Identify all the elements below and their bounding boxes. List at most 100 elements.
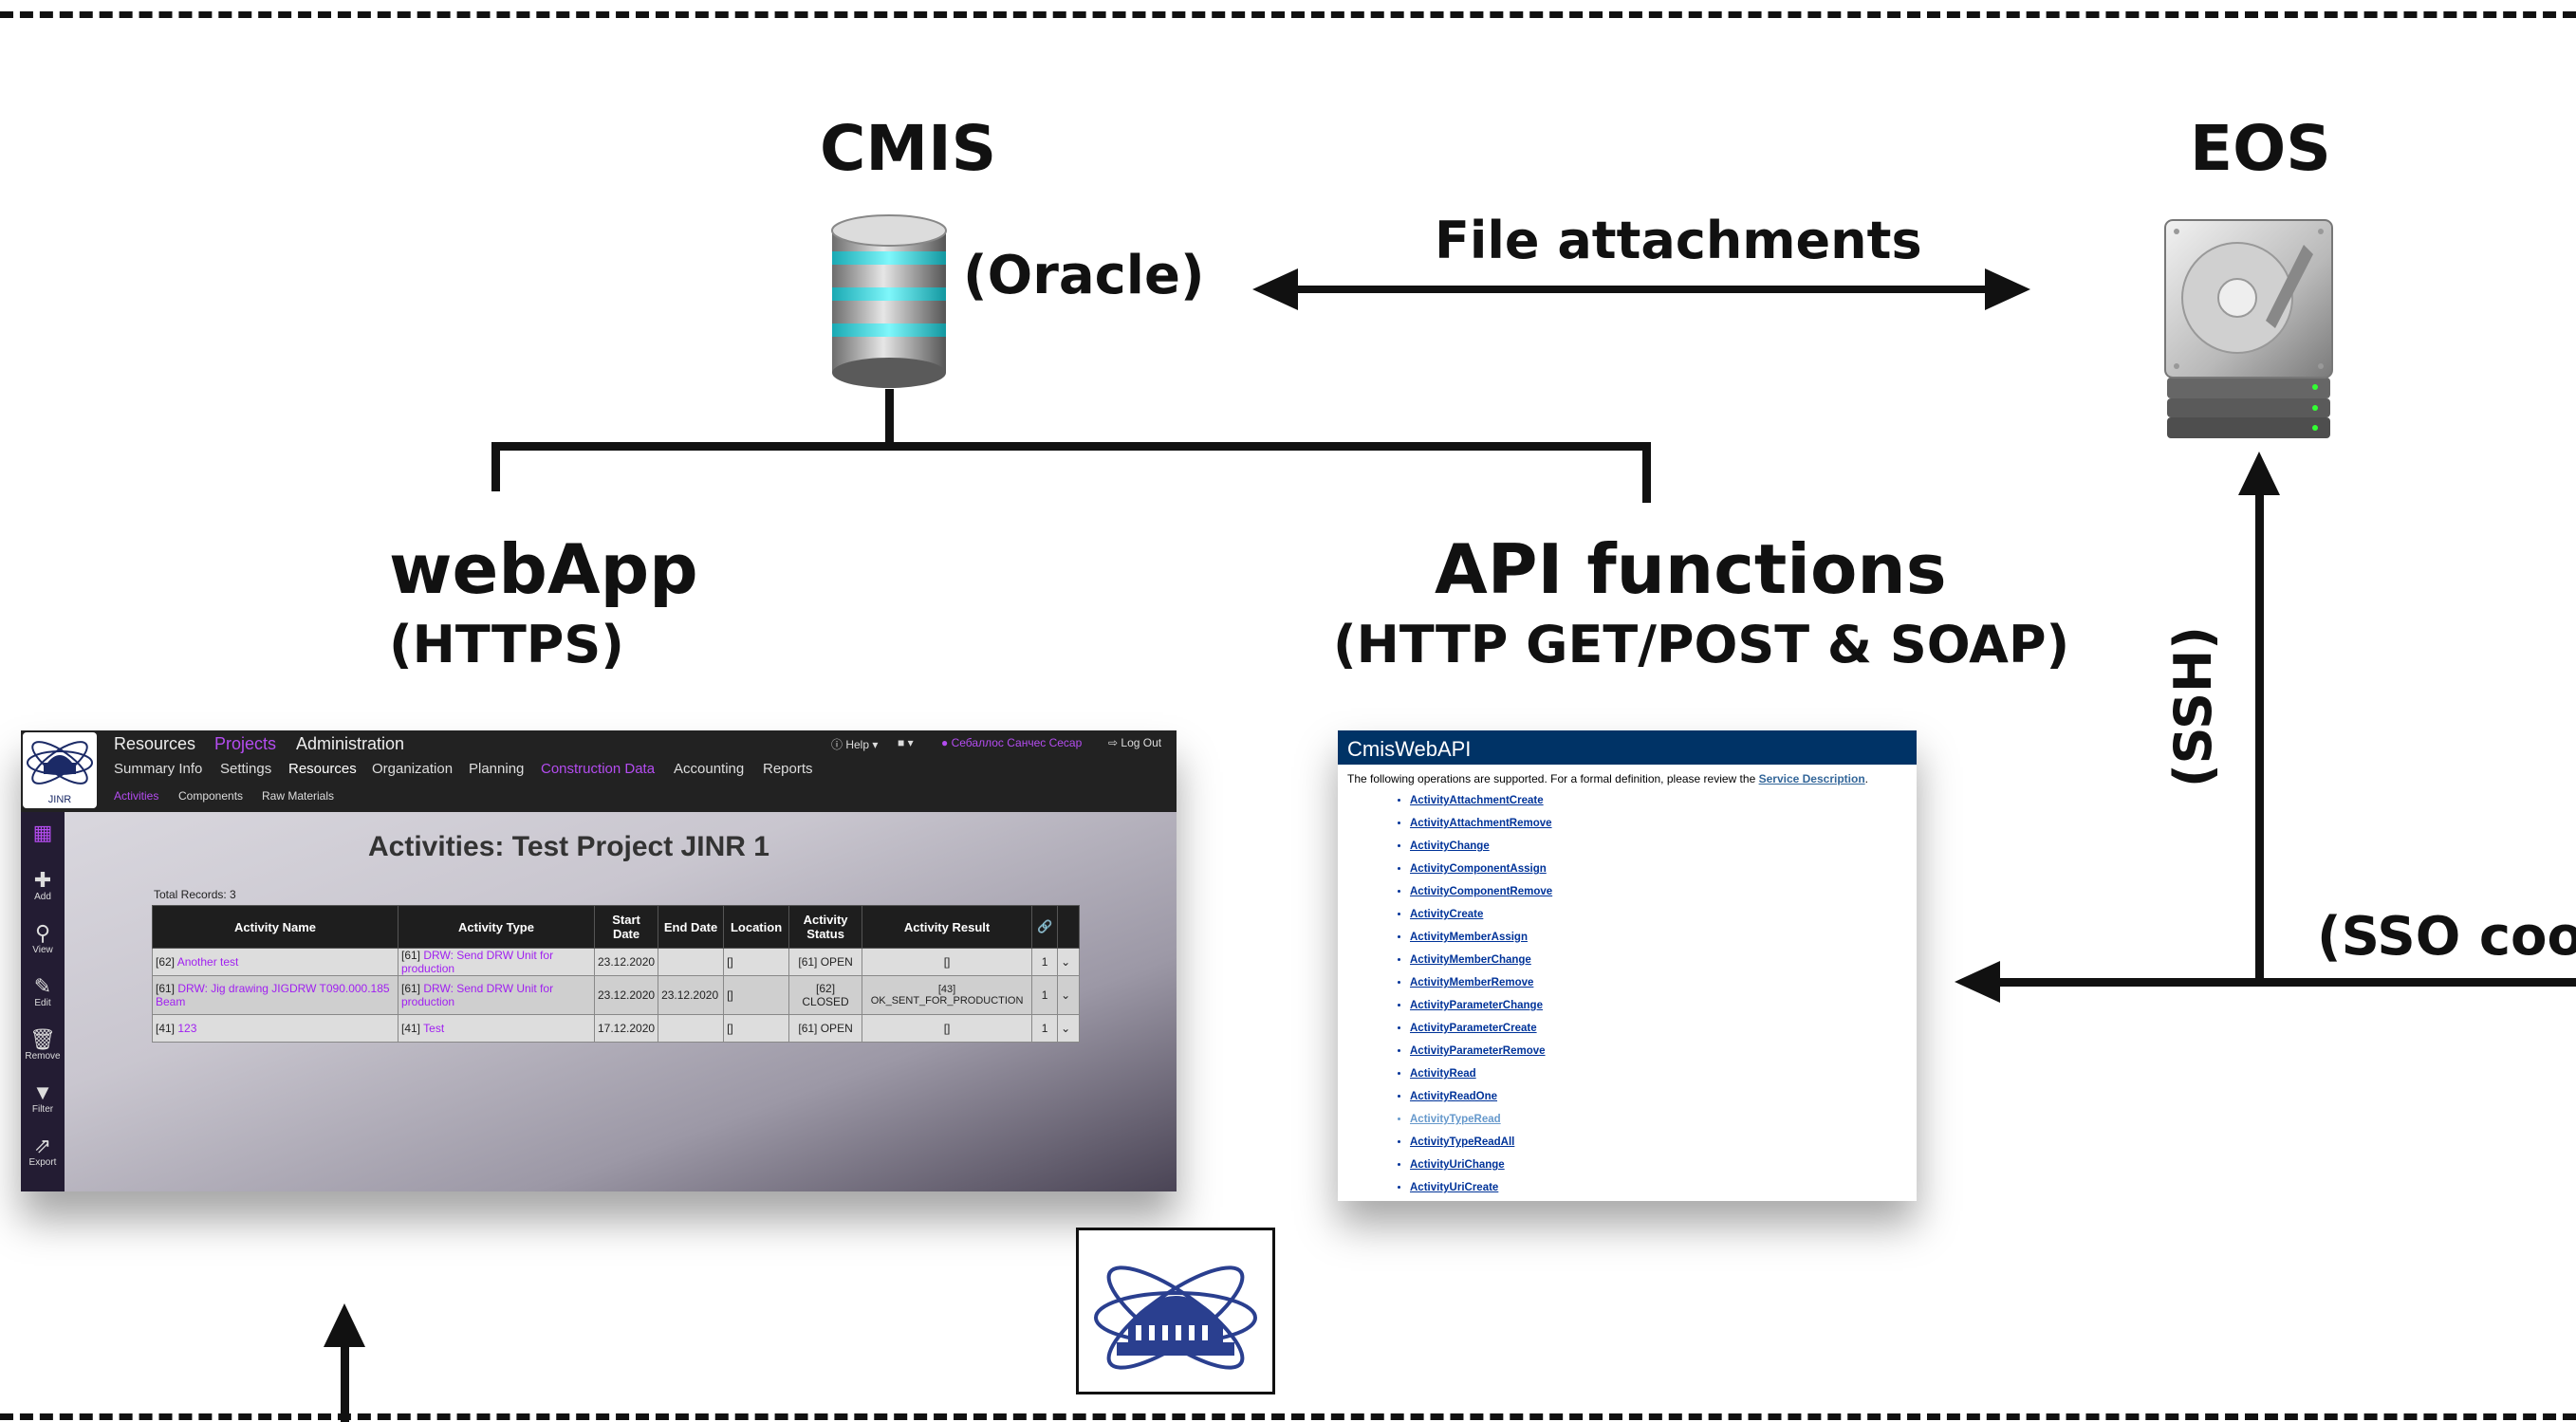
- api-title: API functions: [1435, 529, 1947, 609]
- row-result: []: [862, 1014, 1033, 1043]
- view-button[interactable]: ⚲View: [21, 922, 65, 956]
- api-operation-link[interactable]: ActivityUriChange: [1410, 1154, 1917, 1176]
- nav-summary-info[interactable]: Summary Info: [114, 761, 203, 777]
- api-header: CmisWebAPI: [1338, 730, 1917, 765]
- api-operation-link[interactable]: ActivityRead: [1410, 1062, 1917, 1085]
- api-operation-link[interactable]: ActivityChange: [1410, 835, 1917, 858]
- jinr-logo-text: JINR: [47, 794, 72, 805]
- row-id: [41]: [156, 1022, 176, 1035]
- api-operation-link[interactable]: ActivityMemberRemove: [1410, 971, 1917, 994]
- api-operation-link[interactable]: ActivityTypeReadAll: [1410, 1131, 1917, 1154]
- api-operation-link[interactable]: ActivityParameterRemove: [1410, 1040, 1917, 1062]
- row-result: [43] OK_SENT_FOR_PRODUCTION: [862, 975, 1033, 1015]
- file-attachments-label: File attachments: [1435, 211, 1922, 270]
- nav-components[interactable]: Components: [178, 789, 244, 803]
- edit-label: Edit: [34, 998, 51, 1008]
- chevron-down-icon[interactable]: ⌄: [1057, 1014, 1081, 1043]
- file-attachments-arrow: [1252, 268, 2030, 310]
- jinr-logo-box: [1076, 1228, 1275, 1394]
- bottom-dashed-border: [0, 1413, 2576, 1420]
- remove-label: Remove: [25, 1051, 61, 1062]
- api-operation-link[interactable]: ActivityParameterChange: [1410, 994, 1917, 1017]
- row-id: [61]: [156, 982, 176, 995]
- view-label: View: [32, 945, 53, 955]
- ssh-label: (SSH): [2163, 626, 2223, 787]
- col-location[interactable]: Location: [723, 905, 790, 949]
- row-count: 1: [1031, 975, 1059, 1015]
- edit-button[interactable]: ✎Edit: [21, 974, 65, 1009]
- add-button[interactable]: ✚Add: [21, 869, 65, 903]
- row-name-link[interactable]: 123: [177, 1022, 197, 1035]
- api-operation-link[interactable]: ActivityMemberAssign: [1410, 926, 1917, 949]
- webapp-sidebar: ▦ ✚Add ⚲View ✎Edit 🗑Remove ▼Filter ⇗Expo…: [21, 812, 65, 1191]
- nav-reports[interactable]: Reports: [763, 761, 813, 777]
- row-type-link[interactable]: DRW: Send DRW Unit for production: [401, 982, 554, 1008]
- col-activity-name[interactable]: Activity Name: [152, 905, 398, 949]
- add-label: Add: [34, 892, 51, 902]
- logout-link[interactable]: ⇨ Log Out: [1108, 736, 1162, 749]
- nav-settings[interactable]: Settings: [220, 761, 272, 777]
- api-operation-link[interactable]: ActivityTypeRead: [1410, 1108, 1917, 1131]
- table-row[interactable]: [62] Another test [61] DRW: Send DRW Uni…: [152, 948, 1081, 976]
- nav-resources-sub[interactable]: Resources: [288, 761, 357, 777]
- oracle-label: (Oracle): [963, 245, 1205, 306]
- ssh-arrow: [2238, 452, 2280, 983]
- col-activity-result[interactable]: Activity Result: [862, 905, 1033, 949]
- nav-construction-data[interactable]: Construction Data: [541, 761, 656, 777]
- language-flag-icon[interactable]: ■ ▾: [898, 736, 914, 749]
- help-menu[interactable]: ⓘ Help ▾: [831, 738, 879, 751]
- api-operation-link[interactable]: ActivityParameterCreate: [1410, 1017, 1917, 1040]
- api-intro-text: The following operations are supported. …: [1347, 772, 1756, 785]
- row-status: [61] OPEN: [788, 1014, 863, 1043]
- col-expand: [1057, 905, 1081, 949]
- nav-organization[interactable]: Organization: [372, 761, 454, 777]
- chevron-down-icon[interactable]: ⌄: [1057, 975, 1081, 1015]
- export-button[interactable]: ⇗Export: [21, 1135, 65, 1169]
- col-start-date[interactable]: Start Date: [593, 905, 659, 949]
- col-end-date[interactable]: End Date: [658, 905, 725, 949]
- user-menu[interactable]: ● Себаллос Санчес Сесар: [941, 736, 1083, 749]
- row-end: [658, 1014, 725, 1043]
- connector-drop-api: [1642, 442, 1651, 503]
- activities-table: Activity Name Activity Type Start Date E…: [152, 905, 1081, 1043]
- api-operation-link[interactable]: ActivityAttachmentCreate: [1410, 789, 1917, 812]
- row-type-link[interactable]: DRW: Send DRW Unit for production: [401, 949, 554, 975]
- nav-activities[interactable]: Activities: [114, 789, 159, 803]
- row-result: []: [862, 948, 1033, 976]
- table-row[interactable]: [41] 123 [41] Test 17.12.2020 [] [61] OP…: [152, 1014, 1081, 1043]
- nav-resources[interactable]: Resources: [114, 734, 196, 753]
- row-name-link[interactable]: Another test: [176, 955, 239, 969]
- col-activity-type[interactable]: Activity Type: [398, 905, 595, 949]
- nav-planning[interactable]: Planning: [469, 761, 525, 777]
- nav-raw-materials[interactable]: Raw Materials: [262, 789, 335, 803]
- api-intro: The following operations are supported. …: [1347, 772, 1907, 785]
- nav-projects[interactable]: Projects: [214, 734, 277, 753]
- col-activity-status[interactable]: Activity Status: [788, 905, 863, 949]
- nav-administration[interactable]: Administration: [296, 734, 405, 753]
- api-operation-link[interactable]: ActivityMemberChange: [1410, 949, 1917, 971]
- trash-icon: 🗑: [29, 1027, 56, 1051]
- service-description-link[interactable]: Service Description: [1758, 772, 1865, 785]
- row-type-link[interactable]: Test: [423, 1022, 445, 1035]
- grid-icon[interactable]: ▦: [32, 821, 53, 844]
- connector-drop-webapp: [491, 442, 500, 491]
- chevron-down-icon[interactable]: ⌄: [1057, 948, 1081, 976]
- remove-button[interactable]: 🗑Remove: [21, 1028, 65, 1062]
- row-name-link[interactable]: DRW: Jig drawing JIGDRW T090.000.185 Bea…: [156, 982, 390, 1008]
- nav-accounting[interactable]: Accounting: [674, 761, 745, 777]
- jinr-logo-icon: [27, 741, 93, 785]
- hard-drive-icon: [2164, 219, 2333, 438]
- table-row[interactable]: [61] DRW: Jig drawing JIGDRW T090.000.18…: [152, 975, 1081, 1015]
- logout-label: Log Out: [1121, 736, 1162, 749]
- pencil-icon: ✎: [33, 974, 52, 998]
- api-operation-link[interactable]: ActivityReadOne: [1410, 1085, 1917, 1108]
- api-operation-link[interactable]: ActivityUriCreate: [1410, 1176, 1917, 1199]
- api-operation-link[interactable]: ActivityComponentAssign: [1410, 858, 1917, 880]
- row-status: [62] CLOSED: [788, 975, 863, 1015]
- api-operation-link[interactable]: ActivityCreate: [1410, 903, 1917, 926]
- row-status: [61] OPEN: [788, 948, 863, 976]
- api-operation-link[interactable]: ActivityAttachmentRemove: [1410, 812, 1917, 835]
- filter-button[interactable]: ▼Filter: [21, 1081, 65, 1116]
- row-count: 1: [1031, 1014, 1059, 1043]
- api-operation-link[interactable]: ActivityComponentRemove: [1410, 880, 1917, 903]
